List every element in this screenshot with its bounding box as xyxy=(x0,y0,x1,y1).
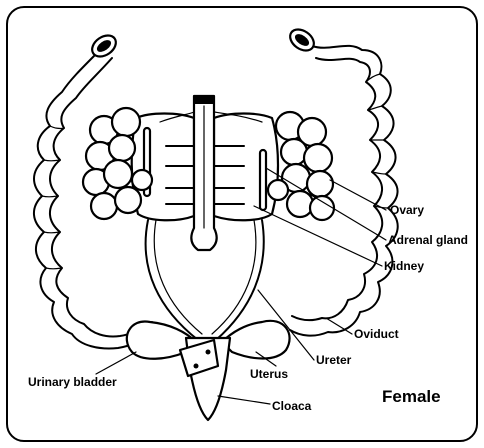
ureter-inner-right xyxy=(212,220,256,334)
label-ovary: Ovary xyxy=(390,203,424,217)
right-adrenal-gland xyxy=(260,150,266,210)
right-oviduct-funnel xyxy=(286,25,318,55)
label-uterus: Uterus xyxy=(250,367,288,381)
label-urinary-bladder: Urinary bladder xyxy=(28,375,117,389)
label-adrenal-gland: Adrenal gland xyxy=(388,233,468,247)
central-blood-vessel xyxy=(191,96,216,250)
label-kidney: Kidney xyxy=(384,259,424,273)
label-ureter: Ureter xyxy=(316,353,352,367)
right-uterus xyxy=(222,321,290,359)
label-oviduct: Oviduct xyxy=(354,327,399,341)
diagram-title: Female xyxy=(382,387,441,406)
right-oviduct xyxy=(290,46,398,336)
label-cloaca: Cloaca xyxy=(272,399,312,413)
